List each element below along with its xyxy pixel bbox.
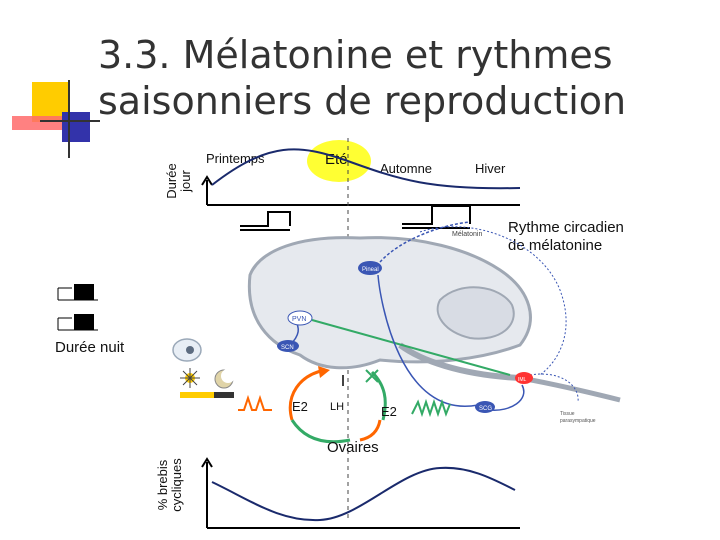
slide-title-line2: saisonniers de reproduction: [98, 79, 627, 123]
circadian-label-line1: Rythme circadien: [508, 219, 624, 236]
cerebellum: [436, 286, 515, 340]
lh-label: LH: [330, 401, 345, 413]
spinal-cord: [519, 375, 621, 403]
decor-vertical-line: [68, 80, 70, 158]
scg-label: SCG: [479, 406, 492, 412]
decor-red-square: [12, 116, 64, 130]
sun-icon: [180, 368, 200, 388]
melatonin-small-label: Mélatonin: [452, 231, 482, 238]
pathway-scg-to-pineal: [377, 274, 479, 408]
pineal-label: Pineal: [362, 267, 379, 273]
pathway-top-loop: [419, 226, 567, 376]
pathway-iml-to-scg: [489, 384, 525, 411]
lh-pulse-wave-right: [411, 398, 451, 418]
tissue-label-line2: parasympatique: [560, 418, 596, 424]
cyclic-axis-label: % brebis cycliques: [155, 445, 188, 525]
circadian-label-line2: de mélatonine: [508, 237, 603, 254]
melatonin-pulse-short: [240, 211, 291, 227]
title-decoration: [10, 80, 100, 160]
night-length-icon-1: [57, 284, 98, 301]
iml-label: IML: [518, 377, 527, 383]
ovaries-label: Ovaires: [327, 439, 379, 456]
light-bar-yellow: [180, 392, 214, 398]
melatonin-pulse-long: [402, 205, 471, 225]
cyclic-label-line2: cycliques: [169, 458, 184, 512]
iml-nucleus: [515, 372, 533, 384]
scg-nucleus: [475, 401, 495, 413]
cyclic-axis-arrow: [201, 457, 213, 468]
cyclic-label-line1: % brebis: [155, 459, 170, 511]
season-spring-label: Printemps: [206, 151, 265, 166]
night-length-label: Durée nuit: [55, 339, 125, 356]
pathway-pvn-to-iml: [311, 319, 511, 376]
cyclic-curve: [211, 466, 516, 522]
pineal-nucleus: [358, 261, 382, 275]
circadian-label: Rythme circadien de mélatonine: [508, 219, 624, 255]
slide-title-line1: 3.3. Mélatonine et rythmes: [98, 33, 613, 77]
feedback-arrow-green-down: [370, 370, 387, 421]
night-length-icon-2: [57, 314, 98, 331]
decor-horizontal-line: [40, 120, 100, 122]
feedback-arrow-orange: [288, 368, 326, 421]
feedback-arrow-orange-head: [318, 366, 330, 378]
light-bar-dark: [214, 392, 234, 398]
day-length-axis-arrow: [201, 175, 213, 186]
pathway-tissue: [529, 373, 579, 403]
eye-iris-icon: [186, 346, 194, 354]
e2-right-label: E2: [381, 404, 397, 419]
decor-blue-square: [62, 112, 90, 142]
feedback-arrow-x: [365, 369, 379, 383]
e2-left-label: E2: [292, 399, 308, 414]
feedback-arrow-green-lower: [290, 419, 351, 444]
scn-nucleus: [277, 340, 299, 352]
feedback-arrow-orange-lower: [359, 419, 382, 442]
e2-pulse-wave-left: [238, 394, 272, 411]
season-winter-label: Hiver: [475, 161, 506, 176]
slide-title: 3.3. Mélatonine et rythmes saisonniers d…: [98, 32, 626, 124]
brainstem: [398, 342, 521, 381]
pvn-label: PVN: [292, 316, 306, 323]
day-length-curve: [211, 148, 521, 190]
pathway-pineal-circadian: [379, 221, 471, 263]
scn-label: SCN: [281, 345, 294, 351]
moon-icon: [214, 369, 235, 389]
pvn-nucleus: [287, 310, 313, 326]
summer-highlight: [307, 140, 371, 182]
season-autumn-label: Automne: [380, 161, 433, 176]
tissue-label-line1: Tissue: [560, 411, 575, 417]
